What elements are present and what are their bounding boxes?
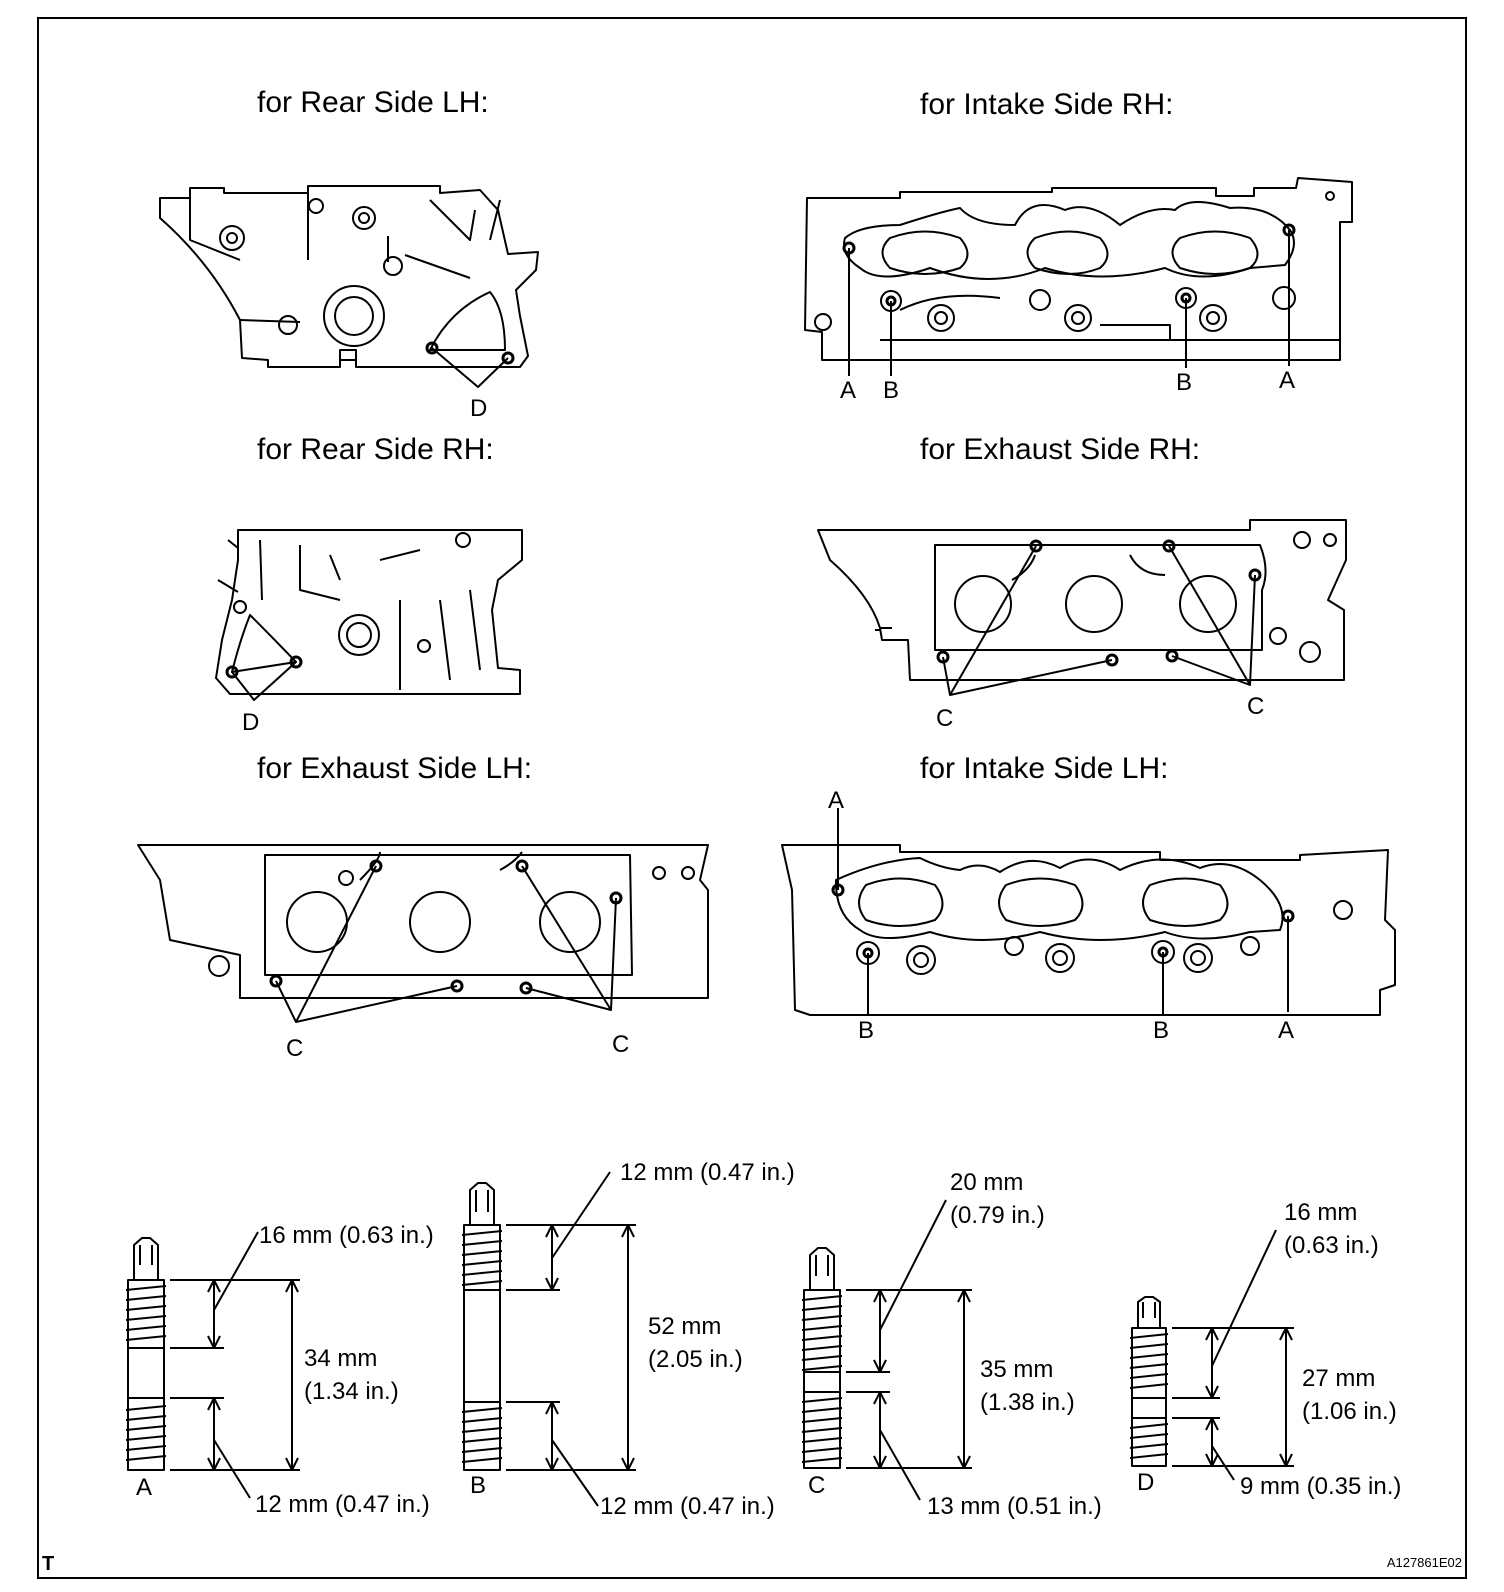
- rear-side-rh-head: [215, 529, 523, 701]
- stud-a-total-length-inch-label: (1.34 in.): [304, 1378, 399, 1405]
- stud-c-bottom-thread-label: 13 mm (0.51 in.): [927, 1493, 1102, 1520]
- marker-a-intake-lh-right: A: [1278, 1017, 1294, 1044]
- marker-c-exhaust-rh-left: C: [936, 705, 953, 732]
- figure-frame: [37, 17, 1467, 1579]
- stud-b-label: B: [470, 1472, 486, 1499]
- marker-c-exhaust-lh-right: C: [612, 1031, 629, 1058]
- stud-c-label: C: [808, 1472, 825, 1499]
- stud-a-label: A: [136, 1474, 152, 1501]
- stud-c-total-length-label: 35 mm: [980, 1356, 1053, 1383]
- stud-d-bottom-thread-label: 9 mm (0.35 in.): [1240, 1473, 1401, 1500]
- exhaust-side-rh-head: [817, 519, 1347, 696]
- stud-a-total-length-label: 34 mm: [304, 1345, 377, 1372]
- heading-rear-side-rh: for Rear Side RH:: [257, 433, 494, 466]
- heading-exhaust-side-rh: for Exhaust Side RH:: [920, 433, 1201, 466]
- exhaust-side-lh-head: [137, 844, 709, 1023]
- stud-d-top-thread-label: 16 mm: [1284, 1199, 1357, 1226]
- heading-intake-side-lh: for Intake Side LH:: [920, 752, 1169, 785]
- stud-c-top-thread-inch-label: (0.79 in.): [950, 1202, 1045, 1229]
- heading-exhaust-side-lh: for Exhaust Side LH:: [257, 752, 533, 785]
- stud-c-top-thread-label: 20 mm: [950, 1169, 1023, 1196]
- marker-a-intake-rh-left: A: [840, 377, 856, 404]
- marker-a-intake-rh-right: A: [1279, 367, 1295, 394]
- marker-b-intake-rh-left: B: [883, 377, 899, 404]
- heading-intake-side-rh: for Intake Side RH:: [920, 88, 1174, 121]
- stud-b-top-thread-label: 12 mm (0.47 in.): [620, 1159, 795, 1186]
- marker-b-intake-rh-right: B: [1176, 369, 1192, 396]
- stud-b-bottom-thread-label: 12 mm (0.47 in.): [600, 1493, 775, 1520]
- stud-a-top-thread-label: 16 mm (0.63 in.): [259, 1222, 434, 1249]
- marker-c-exhaust-rh-right: C: [1247, 693, 1264, 720]
- marker-d-rear-lh: D: [470, 395, 487, 422]
- rear-side-lh-head: [159, 185, 539, 388]
- stud-d-total-length-inch-label: (1.06 in.): [1302, 1398, 1397, 1425]
- figure-id: A127861E02: [1386, 1555, 1462, 1570]
- heading-rear-side-lh: for Rear Side LH:: [257, 86, 489, 119]
- stud-c-total-length-inch-label: (1.38 in.): [980, 1389, 1075, 1416]
- stud-b-total-length-label: 52 mm: [648, 1313, 721, 1340]
- stud-d-label: D: [1137, 1469, 1154, 1496]
- stud-d-total-length-label: 27 mm: [1302, 1365, 1375, 1392]
- stud-d-drawing: [1129, 1229, 1294, 1481]
- stud-c-drawing: [801, 1199, 972, 1501]
- intake-side-rh-head: [804, 177, 1353, 376]
- corner-mark: T: [42, 1553, 55, 1575]
- marker-d-rear-rh: D: [242, 709, 259, 736]
- stud-b-total-length-inch-label: (2.05 in.): [648, 1346, 743, 1373]
- marker-a-intake-lh-top: A: [828, 787, 844, 814]
- marker-b-intake-lh-right: B: [1153, 1017, 1169, 1044]
- marker-b-intake-lh-left: B: [858, 1017, 874, 1044]
- stud-b-drawing: [461, 1171, 636, 1507]
- stud-a-bottom-thread-label: 12 mm (0.47 in.): [255, 1491, 430, 1518]
- stud-d-top-thread-inch-label: (0.63 in.): [1284, 1232, 1379, 1259]
- stud-a-drawing: [125, 1231, 300, 1499]
- intake-side-lh-head: [781, 808, 1396, 1016]
- marker-c-exhaust-lh-left: C: [286, 1035, 303, 1062]
